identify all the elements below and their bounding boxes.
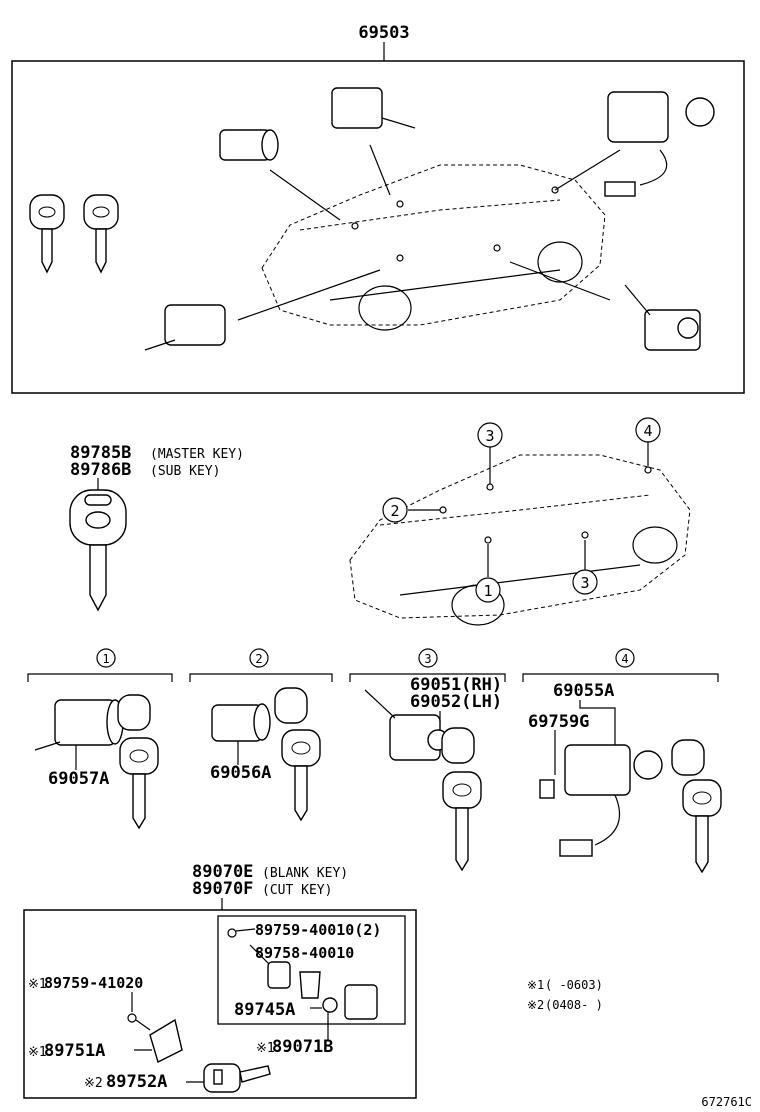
lock-cylinder-icon (144, 304, 226, 351)
callout-circle-icon: 2 (382, 497, 408, 523)
key-icon (29, 194, 65, 274)
lock-cylinder-icon (624, 284, 701, 351)
part-89759-40010: 89759-40010(2) (255, 921, 381, 939)
mark-note-1: ※1 (256, 1041, 275, 1056)
lock-cylinder-icon (364, 689, 449, 761)
assembly-frame (11, 60, 745, 394)
blank-key-label: (BLANK KEY) (262, 866, 348, 881)
part-89745A: 89745A (234, 1000, 295, 1020)
lock-cylinder-icon (211, 703, 271, 742)
car-outline-icon (261, 164, 606, 331)
callout-number: 3 (485, 427, 494, 445)
key-icon (203, 1063, 271, 1093)
svg-text:2: 2 (255, 652, 262, 666)
callout-circle-icon: 3 (572, 569, 598, 595)
master-key-label: (MASTER KEY) (150, 447, 244, 462)
group-header-4: 4 (522, 648, 719, 682)
callout-circle-icon: 3 (477, 422, 503, 448)
lock-cylinder-icon (34, 699, 124, 751)
callout-number: 1 (483, 582, 492, 600)
note-range-2: (0408- ) (545, 998, 603, 1012)
lock-cylinder-icon (219, 129, 279, 161)
part-89751A: 89751A (44, 1041, 105, 1061)
car-outline-icon (349, 454, 691, 626)
blank-key-part: 89070E (192, 862, 253, 882)
group-header-2: 2 (189, 648, 333, 682)
lock-cylinder-icon (604, 91, 715, 197)
cut-key-part: 89070F (192, 879, 253, 899)
key-icon (441, 727, 482, 872)
key-icon (69, 489, 127, 612)
mark-note-2: ※2 (84, 1076, 103, 1091)
note-mark-2: ※2 (527, 998, 544, 1012)
callout-number: 4 (643, 422, 652, 440)
cut-key-label: (CUT KEY) (262, 883, 332, 898)
part-89759-41020: 89759-41020 (44, 974, 143, 992)
assembly-part-number: 69503 (358, 23, 409, 43)
callout-circle-icon: 1 (475, 577, 501, 603)
drawing-number: 672761C (701, 1095, 752, 1109)
part-89758-40010: 89758-40010 (255, 944, 354, 962)
mark-note-1: ※1 (28, 977, 47, 992)
svg-text:3: 3 (424, 652, 431, 666)
key-kit-frame (23, 909, 417, 1099)
part-69051: 69051(RH) (410, 675, 502, 695)
part-69056A: 69056A (210, 763, 271, 783)
group-header-1: 1 (27, 648, 173, 682)
part-69052: 69052(LH) (410, 692, 502, 712)
master-key-part: 89785B (70, 443, 131, 463)
callout-circle-icon: 4 (635, 417, 661, 443)
mark-note-1: ※1 (28, 1045, 47, 1060)
key-icon (671, 739, 722, 874)
part-89071B: 89071B (272, 1037, 333, 1057)
callout-number: 3 (580, 574, 589, 592)
sub-key-label: (SUB KEY) (150, 464, 220, 479)
sub-key-part: 89786B (70, 460, 131, 480)
group-header-3: 3 (349, 648, 506, 682)
callout-number: 2 (390, 502, 399, 520)
note-range-1: ( -0603) (545, 978, 603, 992)
part-69057A: 69057A (48, 769, 109, 789)
key-icon (117, 694, 159, 830)
part-69759G: 69759G (528, 712, 589, 732)
lock-cylinder-icon (331, 87, 416, 129)
key-kit-inner-frame (217, 915, 406, 1025)
svg-text:1: 1 (102, 652, 109, 666)
part-89752A: 89752A (106, 1072, 167, 1092)
key-icon (274, 687, 321, 822)
note-mark-1: ※1 (527, 978, 544, 992)
key-icon (83, 194, 119, 274)
part-69055A: 69055A (553, 681, 614, 701)
svg-text:4: 4 (621, 652, 628, 666)
lock-cylinder-icon (539, 744, 663, 857)
